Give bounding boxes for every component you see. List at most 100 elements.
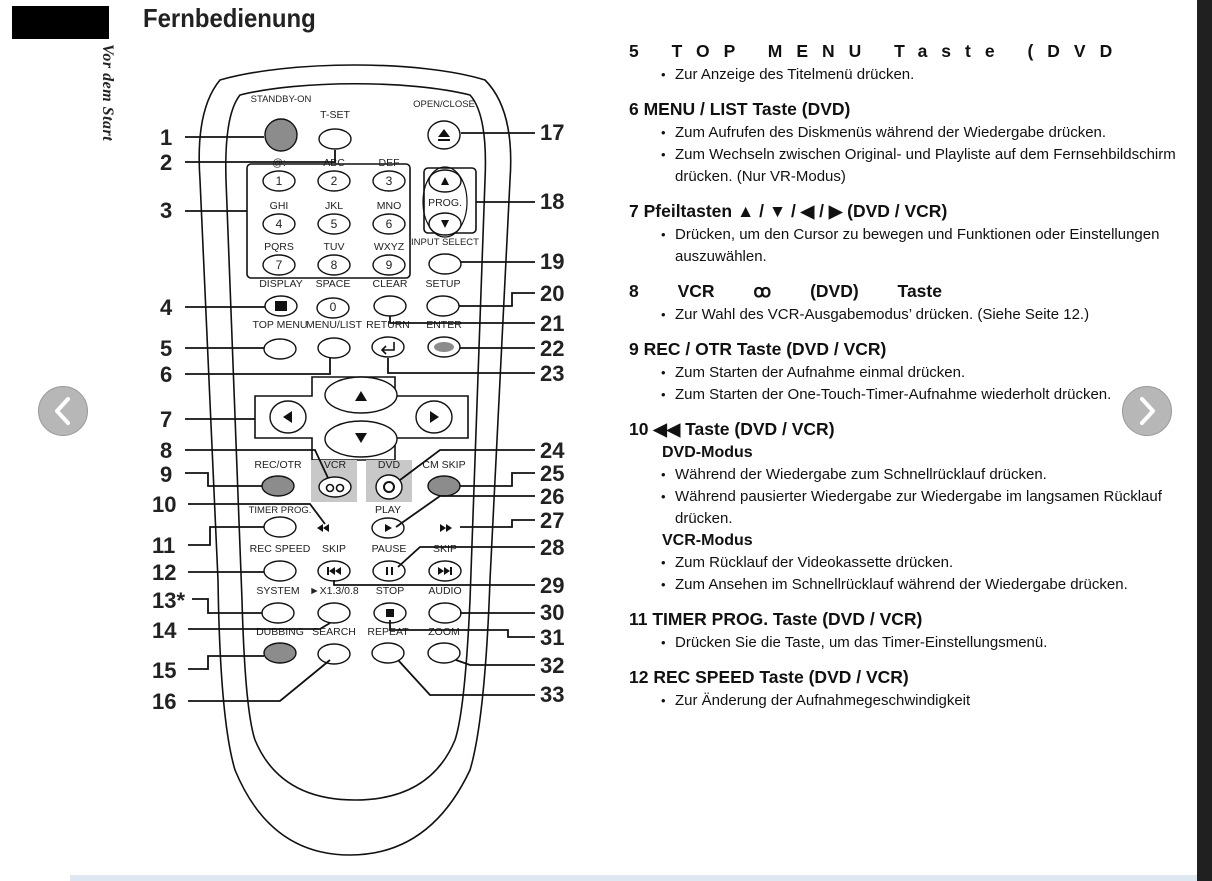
space-button[interactable] <box>316 297 350 319</box>
rec-speed-button[interactable] <box>263 560 297 582</box>
digit-8-button[interactable] <box>317 254 351 276</box>
section-9: 9 REC / OTR Taste (DVD / VCR) Zum Starte… <box>629 336 1197 406</box>
vcr-icon <box>325 483 335 493</box>
dvd-label: DVD <box>378 459 401 471</box>
callout-line-14 <box>188 622 331 630</box>
menu-list-button[interactable] <box>317 337 351 359</box>
rec-otr-button[interactable] <box>261 475 295 497</box>
digit-7-button[interactable] <box>262 254 296 276</box>
callout-line-23 <box>387 358 535 374</box>
play-icon <box>385 524 392 532</box>
digit-4-glyph: 4 <box>276 217 283 231</box>
digit-5-button[interactable] <box>317 213 351 235</box>
callout-7: 7 <box>160 407 172 432</box>
speed-x13-button[interactable] <box>317 602 351 624</box>
callout-line-2 <box>185 150 336 163</box>
return-button[interactable] <box>371 336 405 358</box>
digit-9-button[interactable] <box>372 254 406 276</box>
digit-7-glyph: 7 <box>276 258 283 272</box>
section-heading: 5 TOP MENU Taste (DVD <box>629 41 1127 61</box>
open-close-label: OPEN/CLOSE <box>413 99 475 110</box>
dubbing-button[interactable] <box>263 642 297 664</box>
repeat-button[interactable] <box>371 642 405 664</box>
skip-forward-icon <box>438 567 452 575</box>
callout-25: 25 <box>540 461 564 486</box>
previous-page-button[interactable] <box>38 386 88 436</box>
callout-9: 9 <box>160 462 172 487</box>
dubbing-label: DUBBING <box>256 626 304 638</box>
keypad-letters-1: @: <box>272 157 286 169</box>
zoom-button[interactable] <box>427 642 461 664</box>
page-heading: Fernbedienung <box>143 3 316 33</box>
section-heading: 9 REC / OTR Taste (DVD / VCR) <box>629 339 887 359</box>
callout-line-24 <box>399 449 535 481</box>
callout-32: 32 <box>540 653 564 678</box>
callout-3: 3 <box>160 198 172 223</box>
callout-28: 28 <box>540 535 564 560</box>
digit-4-button[interactable] <box>262 213 296 235</box>
section-5: 5 TOP MENU Taste (DVD Zur Anzeige des Ti… <box>629 38 1197 86</box>
digit-6-glyph: 6 <box>386 217 393 231</box>
digit-9-glyph: 9 <box>386 258 393 272</box>
section-heading: 7 Pfeiltasten ▲ / ▼ / ◀ / ▶ (DVD / VCR) <box>629 201 948 221</box>
bullet: Während der Wiedergabe zum Schnellrückla… <box>661 464 1197 486</box>
cm-skip-button[interactable] <box>427 475 461 497</box>
callout-10: 10 <box>152 492 176 517</box>
dvd-icon <box>383 481 395 493</box>
standby-on-button[interactable] <box>264 118 298 152</box>
bullet: Zum Wechseln zwischen Original- und Play… <box>661 144 1197 188</box>
digit-5-glyph: 5 <box>331 217 338 231</box>
vcr-button[interactable] <box>318 476 352 498</box>
keypad-frame <box>246 163 411 279</box>
timer-prog-label: TIMER PROG. <box>249 505 312 516</box>
callout-26: 26 <box>540 484 564 509</box>
callout-line-20 <box>459 292 535 307</box>
section-heading: 8 VCR ꝏ (DVD) Taste <box>629 281 942 301</box>
input-select-button[interactable] <box>428 253 462 275</box>
search-button[interactable] <box>317 643 351 665</box>
digit-1-glyph: 1 <box>276 174 283 188</box>
keypad-letters-4: GHI <box>270 200 289 212</box>
system-button[interactable] <box>261 602 295 624</box>
top-menu-button[interactable] <box>263 338 297 360</box>
digit-3-button[interactable] <box>372 170 406 192</box>
dvd-button[interactable] <box>375 474 403 500</box>
section-12: 12 REC SPEED Taste (DVD / VCR) Zur Änder… <box>629 664 1197 712</box>
keypad-letters-9: WXYZ <box>374 241 405 253</box>
pause-button[interactable] <box>372 560 406 582</box>
callout-16: 16 <box>152 689 176 714</box>
callout-29: 29 <box>540 573 564 598</box>
stop-icon <box>386 609 394 617</box>
section-heading: 12 REC SPEED Taste (DVD / VCR) <box>629 667 909 687</box>
enter-icon <box>434 342 454 352</box>
callout-line-21 <box>389 316 535 324</box>
bullet: Drücken Sie die Taste, um das Timer-Eins… <box>661 632 1197 654</box>
side-chapter-title: Vor dem Start <box>99 44 116 142</box>
callout-line-15 <box>188 655 264 670</box>
next-page-button[interactable] <box>1122 386 1172 436</box>
callout-line-28 <box>397 546 535 568</box>
bullet: Zum Starten der One-Touch-Timer-Aufnahme… <box>661 384 1197 406</box>
skip-back-icon <box>327 567 341 575</box>
timer-prog-button[interactable] <box>263 516 297 538</box>
input-select-label: INPUT SELECT <box>411 237 479 248</box>
digit-0-glyph: 0 <box>330 300 337 314</box>
speed-x13-label: ►X1.3/0.8 <box>309 585 359 597</box>
arrow-down-icon <box>355 433 367 443</box>
keypad-letters-7: PQRS <box>264 241 294 253</box>
digit-2-button[interactable] <box>317 170 351 192</box>
standby-on-label: STANDBY-ON <box>251 94 312 105</box>
mode-label: VCR-Modus <box>662 532 753 549</box>
callout-31: 31 <box>540 625 564 650</box>
clear-button[interactable] <box>373 295 407 317</box>
digit-1-button[interactable] <box>262 170 296 192</box>
setup-button[interactable] <box>426 295 460 317</box>
t-set-button[interactable] <box>318 128 352 150</box>
audio-button[interactable] <box>428 602 462 624</box>
keypad-letters-5: JKL <box>325 200 343 212</box>
menu-list-label: MENU/LIST <box>306 319 363 331</box>
callout-line-9 <box>185 472 262 487</box>
enter-label: ENTER <box>426 319 462 331</box>
digit-6-button[interactable] <box>372 213 406 235</box>
